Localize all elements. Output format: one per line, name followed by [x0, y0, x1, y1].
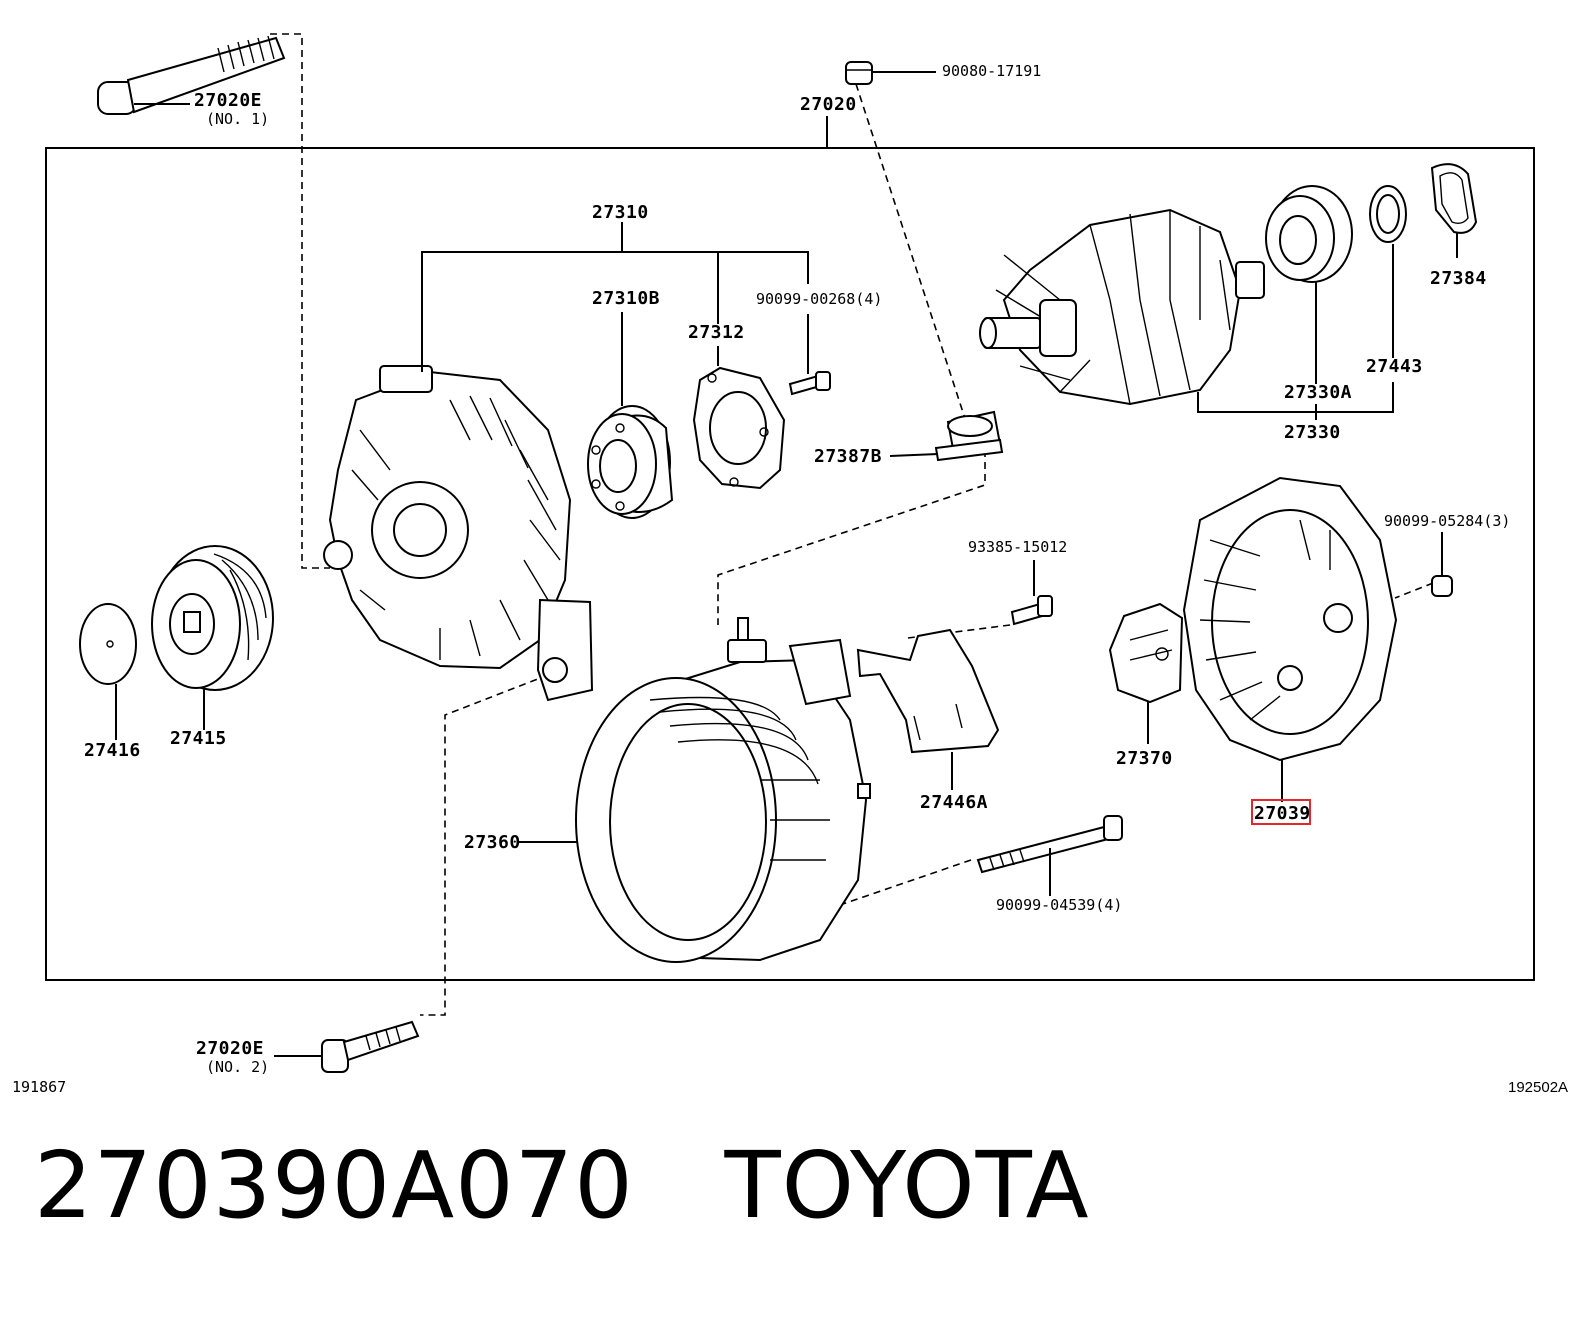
callout-27446a: 27446A [920, 792, 988, 813]
callout-27415: 27415 [170, 728, 227, 749]
terminal-27387b[interactable] [934, 410, 1004, 462]
callout-93385-15012: 93385-15012 [968, 538, 1067, 556]
cover-27384[interactable] [1430, 163, 1478, 234]
callout-90099-04539: 90099-04539(4) [996, 896, 1122, 914]
ring-27443[interactable] [1369, 185, 1407, 243]
callout-90099-05284: 90099-05284(3) [1384, 512, 1510, 530]
stator-27360[interactable] [575, 617, 871, 963]
callout-90080-17191: 90080-17191 [942, 62, 1041, 80]
callout-27020e-no1: 27020E [194, 90, 262, 111]
bolt-27020e-no1[interactable] [97, 35, 286, 115]
leader-27330 [1197, 244, 1394, 420]
callout-27370: 27370 [1116, 748, 1173, 769]
leader-27310 [421, 222, 809, 406]
callout-27020e-no2-note: (NO. 2) [206, 1058, 269, 1076]
retainer-plate-27312[interactable] [692, 366, 786, 490]
rear-housing-27310[interactable] [323, 365, 594, 702]
part-caption: 270390A070 TOYOTA [34, 1140, 1090, 1232]
bearing-27310b[interactable] [587, 405, 674, 519]
bearing-27330a[interactable] [1265, 185, 1353, 283]
callout-27039: 27039 [1254, 803, 1311, 824]
caption-part-number: 270390A070 [34, 1132, 634, 1239]
callout-labels: 27020E (NO. 1) 27020 90080-17191 27310 2… [12, 62, 1568, 1096]
bolt-93385-15012[interactable] [1010, 595, 1053, 626]
callout-27360: 27360 [464, 832, 521, 853]
front-housing-27039[interactable] [1182, 476, 1398, 762]
pulley-27415[interactable] [151, 545, 274, 691]
callout-27020e-no1-note: (NO. 1) [206, 110, 269, 128]
caption-brand: TOYOTA [724, 1132, 1090, 1239]
bolt-90099-04539[interactable] [976, 815, 1123, 874]
bolt-27020e-no2[interactable] [321, 1020, 420, 1073]
callout-27312: 27312 [688, 322, 745, 343]
callout-27330a: 27330A [1284, 382, 1352, 403]
callout-27330: 27330 [1284, 422, 1341, 443]
brush-holder-27370[interactable] [1108, 602, 1184, 704]
callout-27387b: 27387B [814, 446, 882, 467]
nut-90080-17191[interactable] [845, 61, 873, 85]
callout-27310b: 27310B [592, 288, 660, 309]
callout-27020: 27020 [800, 94, 857, 115]
callout-27310: 27310 [592, 202, 649, 223]
callout-27416: 27416 [84, 740, 141, 761]
screw-90099-00268[interactable] [788, 371, 831, 396]
callout-27020e-no2: 27020E [196, 1038, 264, 1059]
nut-90099-05284[interactable] [1431, 575, 1453, 597]
assembly-frame [45, 147, 1535, 981]
callout-27384: 27384 [1430, 268, 1487, 289]
callout-27443: 27443 [1366, 356, 1423, 377]
drawing-code-left: 191867 [12, 1078, 66, 1096]
drawing-code-right: 192502A [1508, 1079, 1568, 1096]
regulator-cover-27446a[interactable] [856, 628, 1000, 754]
callout-90099-00268: 90099-00268(4) [756, 290, 882, 308]
cap-27416[interactable] [79, 603, 137, 685]
rotor-27330[interactable] [979, 208, 1265, 406]
highlight-box-27039 [1251, 799, 1311, 825]
